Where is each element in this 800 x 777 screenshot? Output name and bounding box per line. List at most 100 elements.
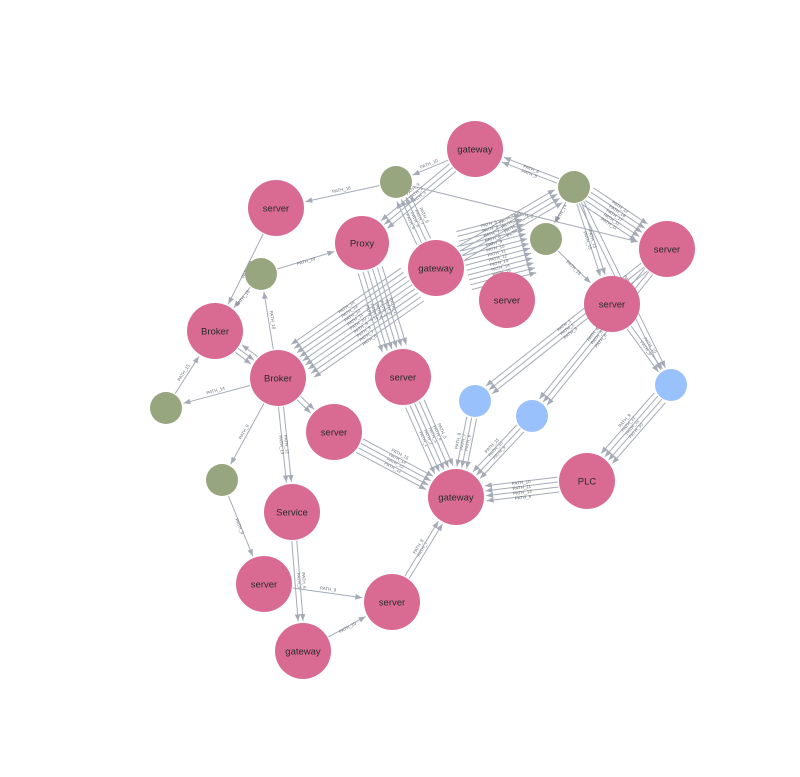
edge-line[interactable]	[277, 250, 335, 270]
edge-line[interactable]	[299, 280, 410, 358]
edge[interactable]: PATH_12	[283, 406, 294, 482]
edge-line[interactable]	[612, 402, 666, 464]
node-circle[interactable]	[306, 404, 362, 460]
edge[interactable]: PATH_7	[458, 223, 524, 242]
edge[interactable]: PATH_10	[302, 284, 413, 362]
edge-line[interactable]	[414, 403, 445, 470]
edge-line[interactable]	[237, 347, 255, 361]
node-o-left[interactable]	[245, 258, 277, 290]
edge[interactable]: PATH_1	[405, 407, 436, 474]
node-server-right[interactable]: server	[639, 221, 695, 277]
node-broker[interactable]: Broker	[250, 350, 306, 406]
edge-line[interactable]	[423, 399, 454, 466]
edge-line[interactable]	[360, 442, 431, 482]
node-proxy[interactable]: Proxy	[335, 216, 389, 270]
edge[interactable]: PATH_14	[183, 385, 251, 405]
edge-line[interactable]	[313, 300, 424, 378]
edge-line[interactable]	[227, 233, 264, 305]
edge[interactable]	[234, 351, 252, 365]
edge-line[interactable]	[381, 265, 407, 345]
edge-line[interactable]	[582, 204, 637, 242]
edge-line[interactable]	[396, 201, 418, 246]
edge-line[interactable]	[362, 438, 434, 477]
edge-line[interactable]	[408, 523, 443, 579]
edge-line[interactable]	[458, 223, 524, 242]
edge[interactable]: PATH_9	[409, 194, 432, 239]
edge[interactable]: PATH_14	[467, 257, 533, 276]
edge-line[interactable]	[234, 351, 252, 365]
edge-line[interactable]	[457, 218, 523, 237]
edge-line[interactable]	[387, 171, 457, 229]
edge-line[interactable]	[585, 200, 640, 237]
edge-line[interactable]	[291, 541, 301, 622]
edge-line[interactable]	[600, 392, 655, 454]
edge-line[interactable]	[380, 163, 450, 221]
edge-line[interactable]	[460, 228, 525, 247]
node-service[interactable]: Service	[264, 484, 320, 540]
node-server-bl[interactable]: server	[236, 556, 292, 612]
edge-line[interactable]	[262, 291, 274, 350]
edge-line[interactable]	[355, 451, 427, 490]
node-gateway-top[interactable]: gateway	[447, 121, 503, 177]
edge[interactable]: PATH_4	[418, 401, 449, 468]
edge[interactable]: PATH_16	[305, 185, 380, 203]
edge-line[interactable]	[357, 273, 383, 353]
edge[interactable]: PATH_4	[367, 270, 393, 350]
node-o-farleft[interactable]	[150, 392, 182, 424]
edge[interactable]: PATH_10	[328, 616, 366, 638]
edge[interactable]: PATH_12	[465, 247, 531, 266]
edge-line[interactable]	[479, 431, 525, 479]
edge[interactable]: PATH_11	[485, 481, 558, 493]
node-gateway-b[interactable]: gateway	[275, 623, 331, 679]
edge-line[interactable]	[310, 296, 422, 374]
edge[interactable]: PATH_13	[278, 407, 289, 483]
edge-line[interactable]	[460, 417, 473, 468]
edge[interactable]	[241, 344, 259, 358]
edge[interactable]: PATH_13	[466, 252, 532, 271]
edge-line[interactable]	[608, 399, 663, 461]
edge-line[interactable]	[593, 187, 648, 225]
edge-line[interactable]	[405, 407, 436, 474]
edge[interactable]: PATH_15	[576, 203, 601, 277]
node-circle[interactable]	[364, 574, 420, 630]
edge[interactable]	[296, 399, 312, 414]
node-circle[interactable]	[275, 623, 331, 679]
edge-line[interactable]	[328, 616, 366, 638]
edge[interactable]: PATH_13	[581, 202, 606, 275]
node-circle[interactable]	[459, 385, 491, 417]
edge[interactable]: PATH_11	[463, 242, 529, 262]
edge-line[interactable]	[626, 328, 659, 373]
edge-line[interactable]	[278, 407, 289, 483]
edge[interactable]: PATH_5	[396, 201, 418, 246]
edge[interactable]: PATH_8	[454, 416, 468, 467]
edge-line[interactable]	[308, 292, 419, 370]
edge[interactable]: PATH_5	[291, 541, 302, 622]
node-o-topright[interactable]	[558, 171, 590, 203]
node-circle[interactable]	[264, 484, 320, 540]
edge-line[interactable]	[468, 261, 534, 281]
edge-line[interactable]	[183, 385, 251, 405]
edge[interactable]: PATH_18	[233, 286, 251, 309]
edge[interactable]: PATH_6	[464, 418, 478, 469]
node-server-b[interactable]: server	[364, 574, 420, 630]
edge[interactable]: PATH_10	[476, 428, 521, 476]
edge-line[interactable]	[283, 406, 294, 482]
edge-line[interactable]	[358, 447, 429, 486]
node-o-bl[interactable]	[206, 464, 238, 496]
node-circle[interactable]	[150, 392, 182, 424]
edge-line[interactable]	[472, 424, 518, 473]
node-circle[interactable]	[408, 240, 464, 296]
edge-line[interactable]	[290, 267, 402, 345]
node-circle[interactable]	[479, 272, 535, 328]
edge[interactable]: PATH_5	[423, 399, 454, 466]
edge[interactable]: PATH_10	[484, 476, 558, 488]
edge-line[interactable]	[554, 201, 567, 224]
edge-line[interactable]	[296, 540, 306, 621]
node-circle[interactable]	[375, 349, 431, 405]
edge-line[interactable]	[233, 286, 251, 309]
edge-line[interactable]	[557, 250, 591, 284]
edge[interactable]: PATH_5	[456, 213, 522, 233]
edge[interactable]: PATH_10	[262, 291, 277, 350]
edge-line[interactable]	[455, 416, 468, 467]
